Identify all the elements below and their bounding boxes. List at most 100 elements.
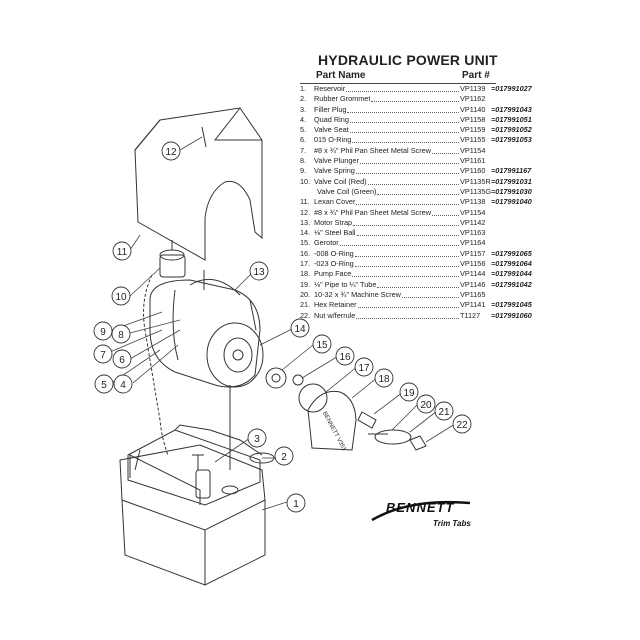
dot-leader <box>340 245 459 247</box>
callout-12 <box>161 141 181 161</box>
callout-8-label: 8 <box>118 330 124 341</box>
callout-16 <box>335 346 355 366</box>
callout-1-label: 1 <box>293 499 299 510</box>
callout-6-label: 6 <box>119 355 125 366</box>
callout-3-label: 3 <box>254 434 260 445</box>
part-number-index: 12. <box>300 207 311 217</box>
part-number: VP1160 <box>460 166 486 176</box>
part-number: VP1154 <box>460 207 486 217</box>
part-number: VP1139 <box>460 84 486 93</box>
callout-9-label: 9 <box>100 327 106 338</box>
pump-face-text: BENNETT V351 <box>321 411 347 453</box>
part-number-index: 4. <box>300 114 307 124</box>
part-name: Valve Seat <box>314 125 349 135</box>
parts-list-row: Valve Coil (Green)VP1135G=017991030 <box>300 187 540 197</box>
part-name: Hex Retainer <box>314 300 357 310</box>
dot-leader <box>350 132 459 134</box>
callout-22-label: 22 <box>456 420 468 431</box>
oem-number: =017991065 <box>491 248 532 258</box>
dot-leader <box>352 142 459 144</box>
part-number: VP1146 <box>460 279 486 289</box>
part-name: Quad Ring <box>314 114 349 124</box>
part-number-index: 7. <box>300 145 307 155</box>
part-number-index: 16. <box>300 248 311 258</box>
dot-leader <box>377 286 459 288</box>
part-name: -008 O-Ring <box>314 248 354 258</box>
callout-10-label: 10 <box>115 292 127 303</box>
part-number: VP1159 <box>460 125 486 135</box>
oem-number: =017991030 <box>491 186 532 196</box>
part-number: VP1162 <box>460 94 486 104</box>
part-number-index: 14. <box>300 228 311 238</box>
part-number-index: 15. <box>300 238 311 248</box>
dot-leader <box>350 121 459 123</box>
dot-leader <box>371 101 459 103</box>
dot-leader <box>347 111 459 113</box>
dot-leader <box>360 163 459 165</box>
part-number-index: 9. <box>300 166 307 176</box>
part-number: T1127 <box>460 310 481 320</box>
part-name: ⅛" Steel Ball <box>314 228 356 238</box>
part-number-index: 2. <box>300 94 307 104</box>
part-name: Reservoir <box>314 84 346 93</box>
dot-leader <box>402 296 459 298</box>
part-number-index: 21. <box>300 300 311 310</box>
part-number: VP1140 <box>460 104 486 114</box>
callout-14 <box>290 318 310 338</box>
callout-6 <box>112 349 132 369</box>
part-number-index: 1. <box>300 84 307 93</box>
dot-leader <box>432 214 459 216</box>
oem-number: =017991045 <box>491 300 532 310</box>
part-number-index: 20. <box>300 289 311 299</box>
part-number-index: 11. <box>300 197 310 207</box>
oem-number: =017991064 <box>491 259 532 269</box>
callout-21-label: 21 <box>438 407 450 418</box>
diagram-title: HYDRAULIC POWER UNIT <box>318 52 498 68</box>
callout-7-label: 7 <box>100 350 106 361</box>
part-name: Valve Coil (Red) <box>314 176 367 186</box>
oem-number: =017991167 <box>491 166 532 176</box>
callout-21 <box>434 401 454 421</box>
part-number: VP1161 <box>460 156 486 166</box>
callout-20 <box>416 394 436 414</box>
oem-number: =017991043 <box>491 104 532 114</box>
motor-body <box>149 279 261 388</box>
part-number: VP1154 <box>460 145 486 155</box>
header-part-number: Part # <box>462 70 490 81</box>
dot-leader <box>352 276 459 278</box>
reservoir <box>119 444 266 586</box>
dot-leader <box>346 91 459 92</box>
part-name: ⅛" Pipe to ¼" Tube <box>314 279 377 289</box>
part-number-index: 10. <box>300 176 311 186</box>
part-number-index: 8. <box>300 156 307 166</box>
dot-leader <box>358 307 459 309</box>
part-number-index: 18. <box>300 269 311 279</box>
callout-9 <box>93 321 113 341</box>
oem-number: =017991042 <box>491 279 532 289</box>
callout-10 <box>111 286 131 306</box>
oem-number: =017991060 <box>491 310 532 320</box>
part-number: VP1157 <box>460 248 486 258</box>
dot-leader <box>377 193 459 195</box>
part-number: VP1156 <box>460 259 486 269</box>
part-name: Nut w/ferrule <box>314 310 356 320</box>
part-name: Lexan Cover <box>314 197 356 207</box>
part-number: VP1142 <box>460 217 486 227</box>
part-number: VP1163 <box>460 228 486 238</box>
callout-18 <box>374 368 394 388</box>
oem-number: =017991044 <box>491 269 532 279</box>
callout-19-label: 19 <box>403 388 415 399</box>
part-number-index: 17. <box>300 259 311 269</box>
callout-4 <box>113 374 133 394</box>
part-name: -023 O-Ring <box>314 259 354 269</box>
